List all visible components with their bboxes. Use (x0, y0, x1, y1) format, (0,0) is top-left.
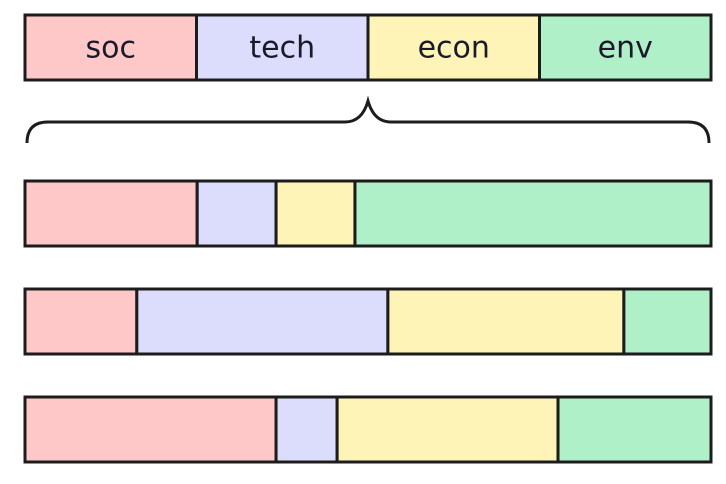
bar-2-segment-env (622, 287, 713, 356)
bar-3-segment-econ (335, 395, 560, 464)
bar-2 (23, 287, 713, 356)
bar-3-segment-soc (23, 395, 278, 464)
header-segment-soc (23, 13, 198, 82)
header-segment-env (538, 13, 713, 82)
label-soc: soc (86, 31, 136, 66)
bar-3-segment-tech (274, 395, 339, 464)
header-segment-tech (195, 13, 370, 82)
label-env: env (598, 31, 653, 66)
bar-3 (23, 395, 713, 464)
bar-2-segment-soc (23, 287, 139, 356)
bar-1-segment-tech (195, 179, 278, 248)
allocation-bars (23, 179, 713, 464)
curly-brace (25, 95, 711, 144)
header-bar: soc tech econ env (23, 13, 713, 82)
bar-2-segment-tech (135, 287, 390, 356)
bar-3-segment-env (556, 395, 713, 464)
bar-1-segment-econ (274, 179, 357, 248)
label-tech: tech (249, 31, 315, 66)
bar-2-segment-econ (386, 287, 626, 356)
bar-1-segment-env (353, 179, 713, 248)
bar-1-segment-soc (23, 179, 199, 248)
label-econ: econ (418, 31, 490, 66)
header-segment-econ (366, 13, 541, 82)
bar-1 (23, 179, 713, 248)
